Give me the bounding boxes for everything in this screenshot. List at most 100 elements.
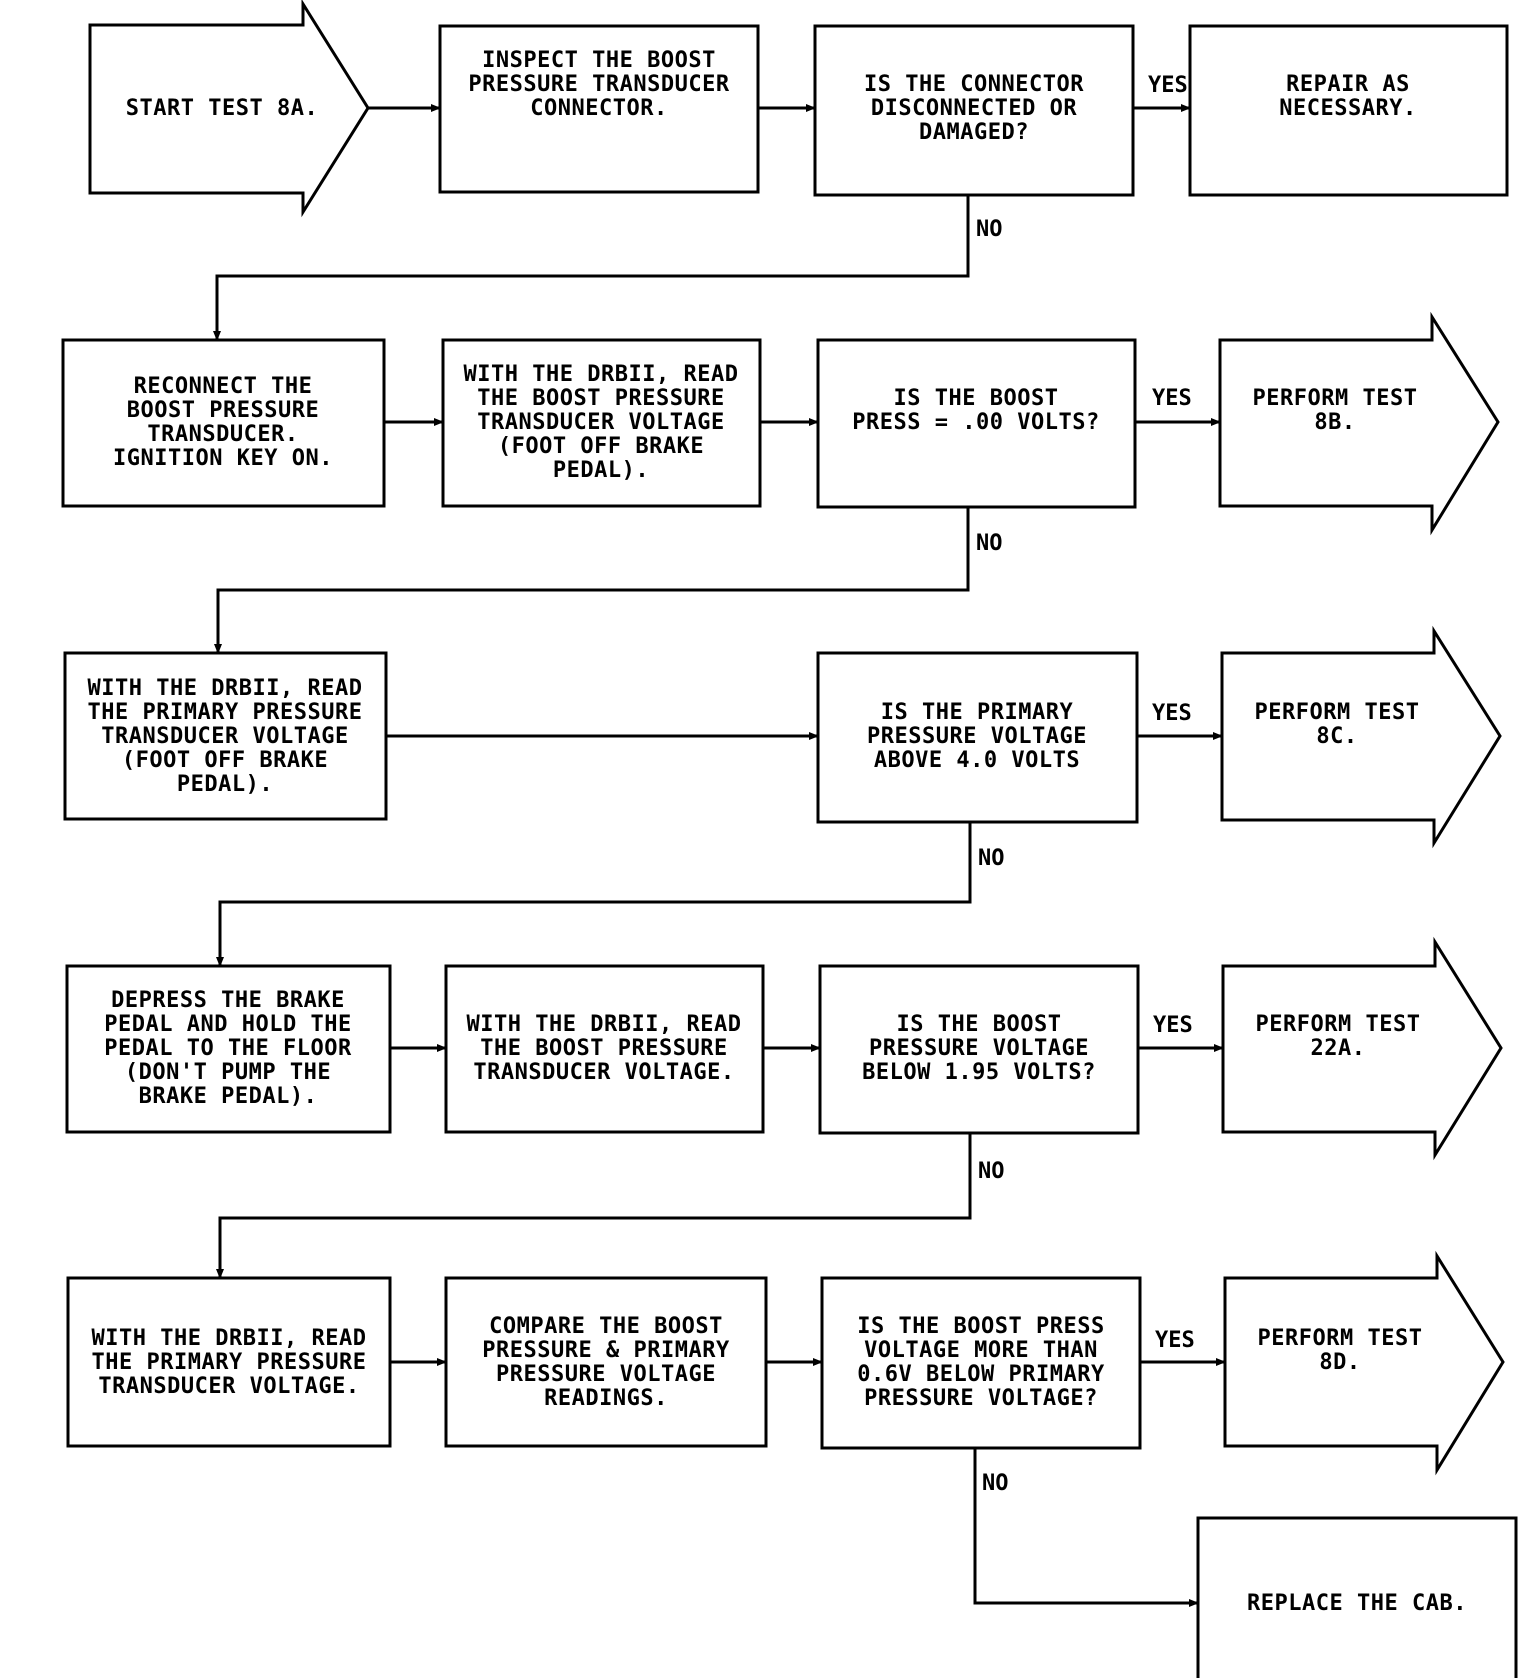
start-text: START TEST 8A. — [126, 96, 318, 121]
node-text-line: BRAKE PEDAL). — [139, 1084, 318, 1109]
node-text-line: PRESSURE VOLTAGE — [867, 724, 1087, 749]
node-text-line: DISCONNECTED OR — [871, 96, 1077, 121]
node-text-line: (DON'T PUMP THE — [125, 1060, 331, 1085]
depress-pedal-box — [65, 964, 392, 1134]
node-text-line: PRESSURE VOLTAGE — [496, 1362, 716, 1387]
node-text-line: THE BOOST PRESSURE — [480, 1036, 727, 1061]
node-text-line: PRESSURE & PRIMARY — [482, 1338, 730, 1363]
node-text-line: DEPRESS THE BRAKE — [111, 988, 345, 1013]
connectors — [213, 104, 1226, 1607]
node-text-line: PEDAL). — [177, 772, 273, 797]
shapes — [61, 0, 1518, 1678]
boost-zero-question-box — [816, 338, 1137, 509]
branch-labels: YES NO YES NO YES NO YES NO YES NO — [976, 73, 1195, 1496]
connector-boost-zero-no — [214, 507, 970, 654]
node-text-line: PRESS = .00 VOLTS? — [852, 410, 1099, 435]
node-text-line: DAMAGED? — [919, 120, 1029, 145]
test-22a-arrow-shape — [1221, 936, 1503, 1161]
start-arrow-shape — [88, 0, 370, 218]
connector-primary-above-no — [216, 822, 972, 967]
node-text-line: THE PRIMARY PRESSURE — [88, 700, 363, 725]
read-primary-1-box — [63, 651, 388, 821]
replace-cab-text: REPLACE THE CAB. — [1247, 1591, 1467, 1616]
node-text-line: (FOOT OFF BRAKE — [498, 434, 704, 459]
node-text-line: IGNITION KEY ON. — [113, 446, 333, 471]
node-text-line: 8D. — [1319, 1350, 1360, 1375]
node-text-line: PERFORM TEST — [1255, 700, 1420, 725]
node-text-line: BELOW 1.95 VOLTS? — [862, 1060, 1096, 1085]
yes-label-primary-above: YES — [1152, 701, 1192, 726]
node-text-line: BOOST PRESSURE — [127, 398, 319, 423]
connector-boost-below-no — [216, 1133, 972, 1279]
node-text-line: IS THE BOOST — [897, 1012, 1062, 1037]
node-text-line: TRANSDUCER VOLTAGE — [101, 724, 348, 749]
node-text-line: WITH THE DRBII, READ — [88, 676, 363, 701]
node-text-line: IS THE BOOST — [894, 386, 1059, 411]
node-text-line: (FOOT OFF BRAKE — [122, 748, 328, 773]
node-text-line: PRESSURE VOLTAGE? — [864, 1386, 1098, 1411]
read-boost-1-box — [441, 338, 762, 508]
connector-connector-no — [213, 195, 970, 341]
node-text-line: WITH THE DRBII, READ — [92, 1326, 367, 1351]
node-text-line: THE PRIMARY PRESSURE — [92, 1350, 367, 1375]
node-text-line: PRESSURE TRANSDUCER — [468, 72, 729, 97]
connector-difference-no — [973, 1448, 1199, 1607]
inspect-box — [438, 24, 760, 194]
replace-cab-box — [1196, 1516, 1518, 1678]
node-text-line: CONNECTOR. — [530, 96, 667, 121]
test-8c-arrow-shape — [1220, 625, 1502, 849]
yes-label-boost-below: YES — [1153, 1013, 1193, 1038]
read-boost-2-box — [444, 964, 765, 1134]
node-text-line: IS THE PRIMARY — [881, 700, 1074, 725]
node-text-line: PERFORM TEST — [1256, 1012, 1421, 1037]
no-label-difference: NO — [982, 1471, 1009, 1496]
read-primary-2-box — [66, 1276, 392, 1448]
connector-question-box — [813, 24, 1135, 197]
node-text-line: PEDAL AND HOLD THE — [104, 1012, 351, 1037]
node-text-line: PERFORM TEST — [1253, 386, 1418, 411]
node-text-line: NECESSARY. — [1279, 96, 1416, 121]
node-text-line: ABOVE 4.0 VOLTS — [874, 748, 1080, 773]
test-8d-arrow-shape — [1223, 1250, 1505, 1476]
node-text-line: TRANSDUCER VOLTAGE — [477, 410, 724, 435]
node-text-line: PEDAL). — [553, 458, 649, 483]
no-label-boost-below: NO — [978, 1159, 1005, 1184]
yes-label-boost-zero: YES — [1152, 386, 1192, 411]
node-text-line: 22A. — [1311, 1036, 1366, 1061]
node-text-line: WITH THE DRBII, READ — [464, 362, 739, 387]
node-text-line: 0.6V BELOW PRIMARY — [857, 1362, 1105, 1387]
node-text-line: PEDAL TO THE FLOOR — [104, 1036, 352, 1061]
compare-box — [444, 1276, 768, 1448]
reconnect-box — [61, 338, 386, 508]
difference-question-box — [820, 1276, 1142, 1450]
node-text-line: READINGS. — [544, 1386, 668, 1411]
yes-label-connector: YES — [1148, 73, 1188, 98]
no-label-primary-above: NO — [978, 846, 1005, 871]
node-text-line: 8C. — [1316, 724, 1357, 749]
node-text-line: COMPARE THE BOOST — [489, 1314, 723, 1339]
node-text-line: WITH THE DRBII, READ — [467, 1012, 742, 1037]
node-text-line: TRANSDUCER VOLTAGE. — [98, 1374, 359, 1399]
node-text-line: START TEST 8A. — [126, 96, 318, 121]
node-text-line: REPLACE THE CAB. — [1247, 1591, 1467, 1616]
node-text-line: RECONNECT THE — [134, 374, 313, 399]
yes-label-difference: YES — [1155, 1328, 1195, 1353]
no-label-boost-zero: NO — [976, 531, 1003, 556]
node-text-line: IS THE BOOST PRESS — [857, 1314, 1104, 1339]
